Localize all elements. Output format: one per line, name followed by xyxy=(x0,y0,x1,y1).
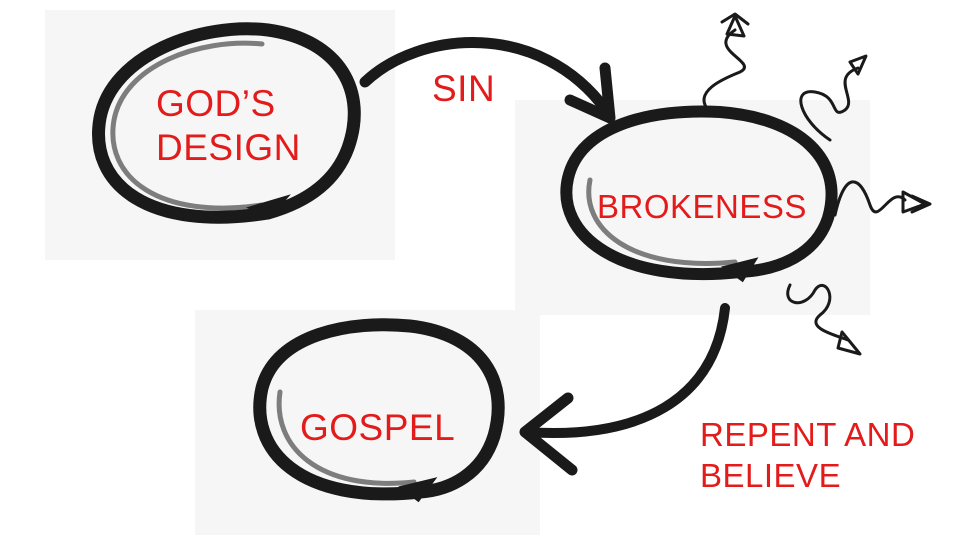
gospel-node-label: GOSPEL xyxy=(300,407,456,448)
sin-edge-label: SIN xyxy=(432,68,496,109)
squiggly-arrow-icon xyxy=(786,283,862,356)
repent-edge-label: REPENT AND BELIEVE xyxy=(700,416,916,495)
squiggly-arrow-icon xyxy=(702,12,750,114)
squiggly-arrow-icon xyxy=(799,54,868,142)
brokenness-node-label: BROKENESS xyxy=(597,188,807,225)
design-circle-icon xyxy=(92,22,361,224)
design-node-label: GOD’S DESIGN xyxy=(156,83,301,169)
repent-arrow-icon xyxy=(519,303,730,476)
brokenness-circle-icon xyxy=(560,105,838,283)
gospel-circle-icon xyxy=(253,318,505,503)
squiggly-arrow-icon xyxy=(833,180,932,217)
sin-arrow-icon xyxy=(359,37,616,124)
